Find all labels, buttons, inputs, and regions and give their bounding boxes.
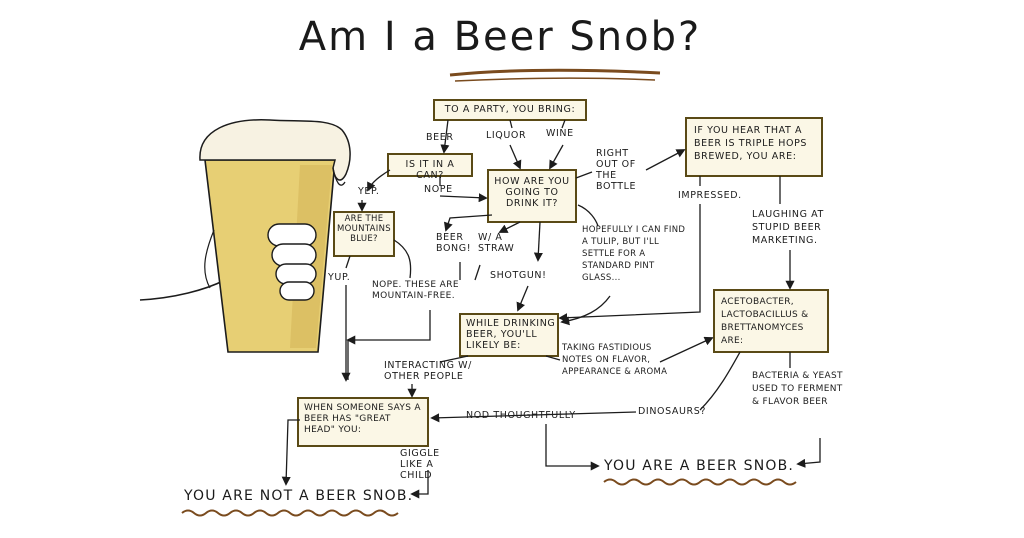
node-triple-hops: If you hear that a beer is triple hops b… bbox=[694, 125, 808, 162]
box-can bbox=[387, 153, 473, 177]
not-snob-underline bbox=[181, 509, 399, 517]
label-nope: Nope bbox=[424, 184, 453, 195]
page-title: Am I a Beer Snob? bbox=[298, 14, 702, 60]
label-wine: Wine bbox=[546, 128, 574, 139]
box-great-head bbox=[297, 397, 429, 447]
title-underline-2 bbox=[454, 77, 656, 82]
node-great-head: When someone says a beer has "great head… bbox=[304, 403, 421, 435]
outcome-not-snob: You are not a beer snob. bbox=[184, 488, 414, 504]
label-liquor: Liquor bbox=[486, 130, 527, 141]
label-laughing: Laughing at stupid beer marketing. bbox=[752, 209, 824, 246]
label-bacteria: Bacteria & yeast used to ferment & flavo… bbox=[752, 371, 843, 407]
label-hopefully: Hopefully I can find a tulip, but I'll s… bbox=[582, 225, 686, 283]
node-mountains: Are the mountains blue? bbox=[337, 214, 391, 244]
label-nod: Nod thoughtfully bbox=[466, 410, 576, 421]
snob-underline bbox=[603, 478, 797, 486]
label-dinosaurs: Dinosaurs? bbox=[638, 406, 707, 417]
label-giggle: Giggle like a child bbox=[400, 448, 440, 481]
beer-glass-illustration bbox=[139, 119, 351, 353]
label-interacting: Interacting w/ other people bbox=[384, 360, 472, 382]
box-triple-hops bbox=[685, 117, 823, 177]
label-nope-these: Nope. These are mountain-free. bbox=[372, 280, 459, 301]
box-acetobacter bbox=[713, 289, 829, 353]
label-wa-straw: w/ a straw bbox=[478, 232, 515, 254]
label-yup: Yup. bbox=[328, 272, 351, 283]
outcome-snob: You are a beer snob. bbox=[604, 458, 795, 474]
foam-drip bbox=[332, 167, 346, 186]
label-impressed: Impressed. bbox=[678, 190, 742, 201]
node-while-drinking: While drinking beer, you'll likely be: bbox=[466, 318, 556, 351]
node-can: Is it in a can? bbox=[405, 159, 455, 181]
label-shotgun: Shotgun! bbox=[490, 270, 547, 281]
hand-fingers bbox=[267, 223, 317, 301]
label-beer: Beer bbox=[426, 132, 454, 143]
face-outline bbox=[204, 229, 215, 289]
node-acetobacter: Acetobacter, lactobacillus & brettanomyc… bbox=[721, 297, 809, 346]
label-right-out: Right out of the bottle bbox=[596, 148, 637, 192]
box-mountains bbox=[333, 211, 395, 257]
beer-foam bbox=[199, 119, 351, 181]
label-beer-bong: Beer bong! bbox=[436, 232, 472, 254]
arm-outline bbox=[139, 279, 226, 301]
box-while-drinking bbox=[459, 313, 559, 357]
label-fastidious: Taking fastidious notes on flavor, appea… bbox=[562, 343, 668, 377]
title-underline bbox=[449, 68, 661, 77]
node-start: To a party, you bring: bbox=[444, 104, 576, 115]
node-drink: How are you going to drink it? bbox=[494, 176, 570, 209]
box-drink bbox=[487, 169, 577, 223]
label-yep: Yep. bbox=[358, 186, 380, 197]
